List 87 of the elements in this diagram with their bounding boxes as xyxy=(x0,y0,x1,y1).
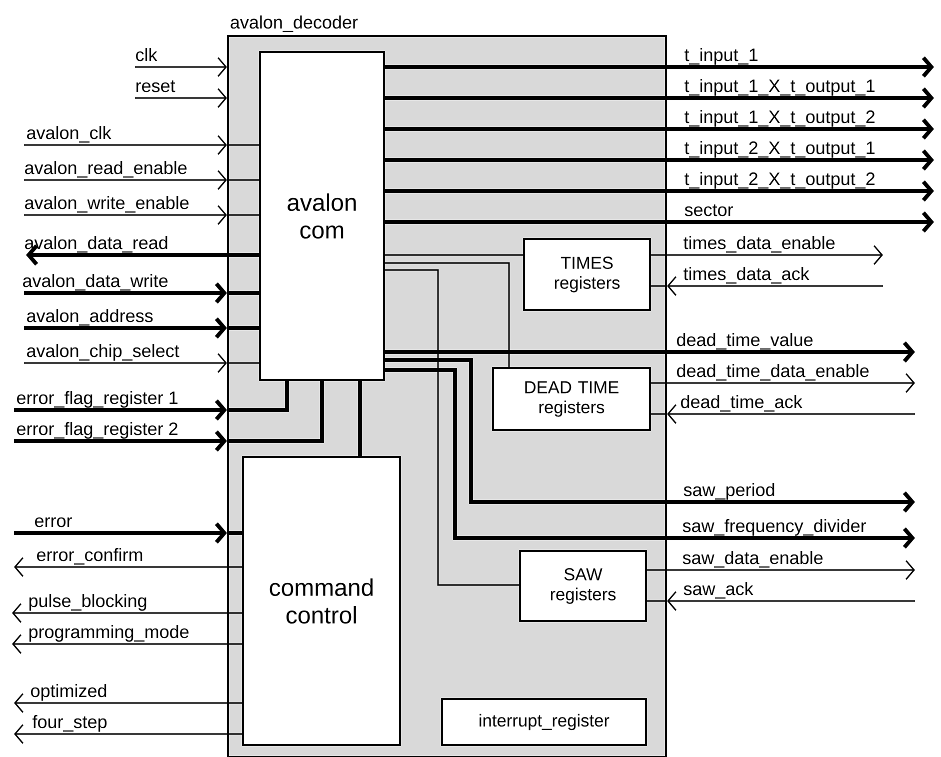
signal-label: avalon_address xyxy=(27,308,153,326)
signal-label: avalon_data_write xyxy=(23,274,168,291)
connector-line xyxy=(651,285,667,287)
connector-line xyxy=(227,179,259,181)
connector-line xyxy=(227,362,259,364)
signal-arrow xyxy=(385,87,934,109)
signal-label: pulse_blocking xyxy=(29,594,146,611)
signal-label: error_flag_register 2 xyxy=(17,422,178,439)
signal-arrow xyxy=(12,634,242,654)
signal-label: saw_frequency_divider xyxy=(682,518,866,536)
signal-arrow xyxy=(385,211,934,233)
signal-label: times_data_enable xyxy=(684,236,835,253)
signal-arrow xyxy=(385,149,934,171)
signal-label: avalon_write_enable xyxy=(25,196,189,213)
signal-label: t_input_1_X_t_output_2 xyxy=(684,110,875,127)
signal-arrow xyxy=(24,170,227,190)
signal-arrow xyxy=(385,118,934,140)
connector-line xyxy=(227,381,289,412)
signal-arrow xyxy=(14,430,227,452)
signal-arrow xyxy=(667,276,884,296)
signal-arrow xyxy=(135,57,227,77)
signal-label: sector xyxy=(684,204,733,216)
connector-line xyxy=(227,381,324,443)
signal-label: programming_mode xyxy=(29,624,189,642)
component-box: DEAD TIME registers xyxy=(492,367,651,431)
signal-label: dead_time_ack xyxy=(681,394,802,412)
signal-arrow xyxy=(385,180,934,202)
signal-arrow xyxy=(651,245,883,265)
signal-arrow xyxy=(385,358,916,513)
component-box: TIMES registers xyxy=(523,238,651,311)
signal-arrow xyxy=(14,399,227,421)
signal-arrow xyxy=(667,591,916,611)
signal-label: error_flag_register 1 xyxy=(17,390,178,408)
signal-arrow xyxy=(135,88,227,108)
signal-arrow xyxy=(385,56,934,78)
signal-arrow xyxy=(14,557,242,577)
signal-arrow xyxy=(647,560,915,580)
signal-arrow xyxy=(24,282,227,304)
signal-arrow xyxy=(385,368,916,549)
connector-line xyxy=(227,531,242,535)
signal-label: four_step xyxy=(32,714,107,732)
component-box: avalon com xyxy=(259,51,385,381)
signal-arrow xyxy=(14,522,227,544)
connector-line xyxy=(385,254,523,256)
signal-label: clk xyxy=(136,48,158,62)
signal-label: error xyxy=(35,517,72,528)
signal-arrow xyxy=(14,724,242,744)
signal-label: dead_time_data_enable xyxy=(677,364,869,381)
component-box: interrupt_register xyxy=(441,698,647,746)
signal-label: avalon_clk xyxy=(27,126,112,143)
signal-label: dead_time_value xyxy=(677,332,813,350)
connector-line xyxy=(227,214,259,216)
component-box: command control xyxy=(242,456,401,746)
signal-label: optimized xyxy=(31,684,106,701)
signal-arrow xyxy=(12,603,242,623)
signal-label: saw_period xyxy=(684,482,774,500)
signal-label: avalon_chip_select xyxy=(27,344,180,361)
signal-label: t_input_2_X_t_output_1 xyxy=(684,140,875,158)
signal-label: t_input_1 xyxy=(684,48,758,65)
connector-line xyxy=(227,144,259,146)
signal-arrow xyxy=(24,353,227,373)
connector-line xyxy=(227,291,259,295)
signal-label: times_data_ack xyxy=(684,266,810,284)
signal-label: saw_ack xyxy=(684,582,754,599)
signal-arrow xyxy=(651,373,915,393)
signal-label: reset xyxy=(136,80,176,92)
signal-label: error_confirm xyxy=(37,548,142,565)
signal-label: t_input_2_X_t_output_2 xyxy=(684,172,875,189)
component-box: SAW registers xyxy=(519,550,647,622)
connector-line xyxy=(227,326,259,330)
signal-arrow xyxy=(24,135,227,155)
signal-label: avalon_data_read xyxy=(25,236,168,253)
connector-line xyxy=(651,413,667,415)
node-label: avalon_decoder xyxy=(230,15,358,32)
signal-label: saw_data_enable xyxy=(682,550,823,568)
connector-line xyxy=(358,381,362,456)
connector-line xyxy=(647,600,667,602)
connector-line xyxy=(385,262,510,367)
signal-arrow xyxy=(24,317,227,339)
signal-label: avalon_read_enable xyxy=(25,160,187,178)
signal-label: t_input_1_X_t_output_1 xyxy=(684,78,875,96)
signal-arrow xyxy=(24,205,227,225)
connector-line xyxy=(385,269,519,586)
signal-arrow xyxy=(26,244,259,266)
signal-arrow xyxy=(667,404,916,424)
signal-arrow xyxy=(14,693,242,713)
signal-arrow xyxy=(385,341,916,363)
